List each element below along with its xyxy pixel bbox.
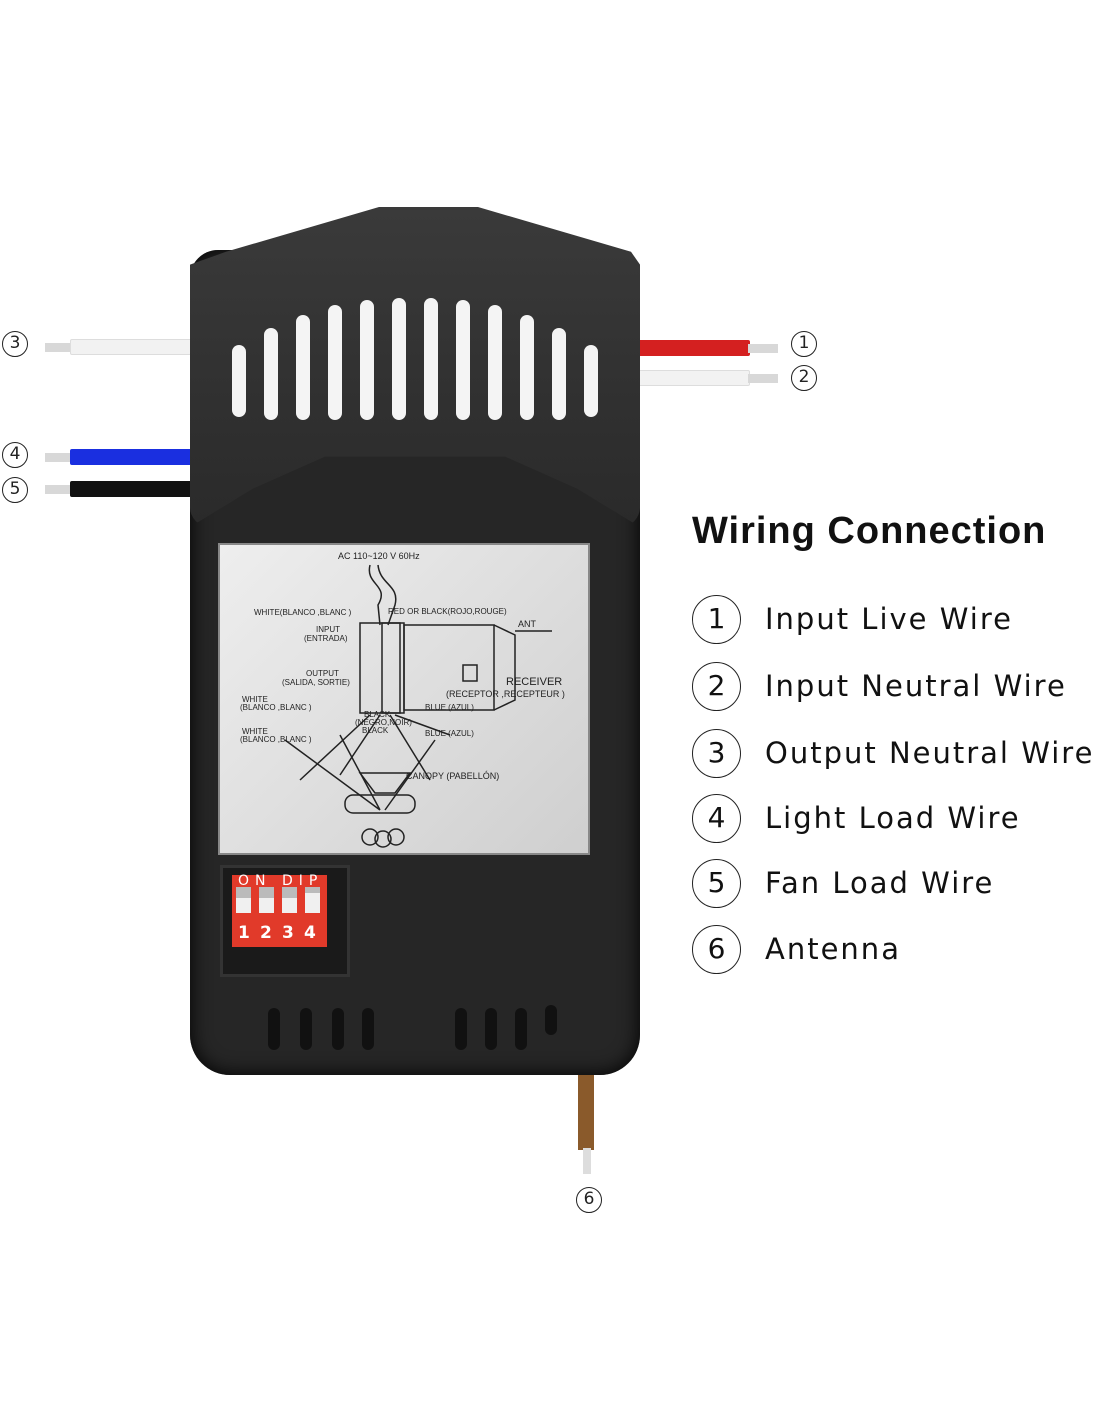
wire-2-tip: [748, 374, 778, 383]
label-red-black: RED OR BLACK(ROJO,ROUGE): [388, 607, 507, 616]
wire-output-neutral: [70, 339, 195, 355]
dip-switch-3[interactable]: [282, 887, 297, 913]
wire-6-tip: [583, 1148, 591, 1174]
callout-4: 4: [2, 442, 28, 468]
wiring-label-panel: AC 110~120 V 60Hz WHITE(BLANCO ,BLANC ) …: [218, 543, 590, 855]
legend-label: Input Neutral Wire: [765, 669, 1067, 703]
callout-5: 5: [2, 477, 28, 503]
label-white2-es: (BLANCO ,BLANC ): [240, 735, 312, 744]
dip-number-1: 1: [238, 923, 250, 943]
dip-number-2: 2: [260, 923, 272, 943]
legend-number: 6: [692, 924, 741, 974]
label-black-es: (NEGRO,NOIR): [355, 718, 412, 727]
dip-switch-1[interactable]: [236, 887, 251, 913]
legend-item: 1 Input Live Wire: [692, 594, 1013, 644]
label-white1: WHITE: [242, 695, 268, 704]
dip-number-4: 4: [304, 923, 316, 943]
legend-number: 5: [692, 858, 741, 908]
dip-switch-2[interactable]: [259, 887, 274, 913]
legend-number: 3: [692, 728, 741, 778]
label-input: INPUT: [316, 625, 340, 634]
legend-number: 2: [692, 661, 741, 711]
label-blue2: BLUE (AZUL): [425, 729, 474, 738]
wire-input-live: [635, 340, 750, 356]
label-black: BLACK: [364, 710, 391, 719]
legend-item: 3 Output Neutral Wire: [692, 728, 1094, 778]
label-receiver-es: (RECEPTOR ,RECEPTEUR ): [446, 689, 565, 699]
wiring-sketch: [284, 564, 552, 848]
label-output-es: (SALIDA, SORTIE): [282, 678, 350, 687]
legend-title: Wiring Connection: [692, 510, 1047, 552]
legend-label: Antenna: [765, 932, 901, 966]
label-canopy: CANOPY (PABELLÓN): [406, 771, 500, 781]
label-receiver: RECEIVER: [506, 676, 563, 688]
legend-item: 2 Input Neutral Wire: [692, 661, 1067, 711]
legend-item: 5 Fan Load Wire: [692, 858, 994, 908]
label-input-es: (ENTRADA): [304, 634, 348, 643]
callout-2: 2: [791, 365, 817, 391]
legend-number: 1: [692, 594, 741, 644]
wire-1-tip: [748, 344, 778, 353]
label-ant: ANT: [518, 619, 536, 629]
dip-switch[interactable]: ON DIP 1 2 3 4: [232, 873, 327, 947]
label-white1-es: (BLANCO ,BLANC ): [240, 703, 312, 712]
legend-label: Light Load Wire: [765, 801, 1021, 835]
callout-6: 6: [576, 1187, 602, 1213]
dip-header: ON DIP: [238, 873, 324, 889]
legend-number: 4: [692, 793, 741, 843]
label-white2: WHITE: [242, 727, 268, 736]
label-white-in: WHITE(BLANCO ,BLANC ): [254, 608, 352, 617]
wire-3-tip: [45, 343, 75, 352]
legend-item: 6 Antenna: [692, 924, 901, 974]
wire-5-tip: [45, 485, 75, 494]
label-blue1: BLUE (AZUL): [425, 703, 474, 712]
legend-item: 4 Light Load Wire: [692, 793, 1021, 843]
wire-light-load: [70, 449, 195, 465]
dip-switch-4[interactable]: [305, 887, 320, 913]
label-black2: BLACK: [362, 726, 389, 735]
wire-input-neutral: [635, 370, 750, 386]
legend-label: Fan Load Wire: [765, 866, 995, 900]
legend-label: Input Live Wire: [765, 602, 1013, 636]
dip-number-3: 3: [282, 923, 294, 943]
legend-label: Output Neutral Wire: [765, 736, 1095, 770]
wire-fan-load: [70, 481, 195, 497]
wire-4-tip: [45, 453, 75, 462]
label-ac: AC 110~120 V 60Hz: [338, 551, 420, 561]
callout-3: 3: [2, 331, 28, 357]
callout-1: 1: [791, 331, 817, 357]
label-output: OUTPUT: [306, 669, 339, 678]
